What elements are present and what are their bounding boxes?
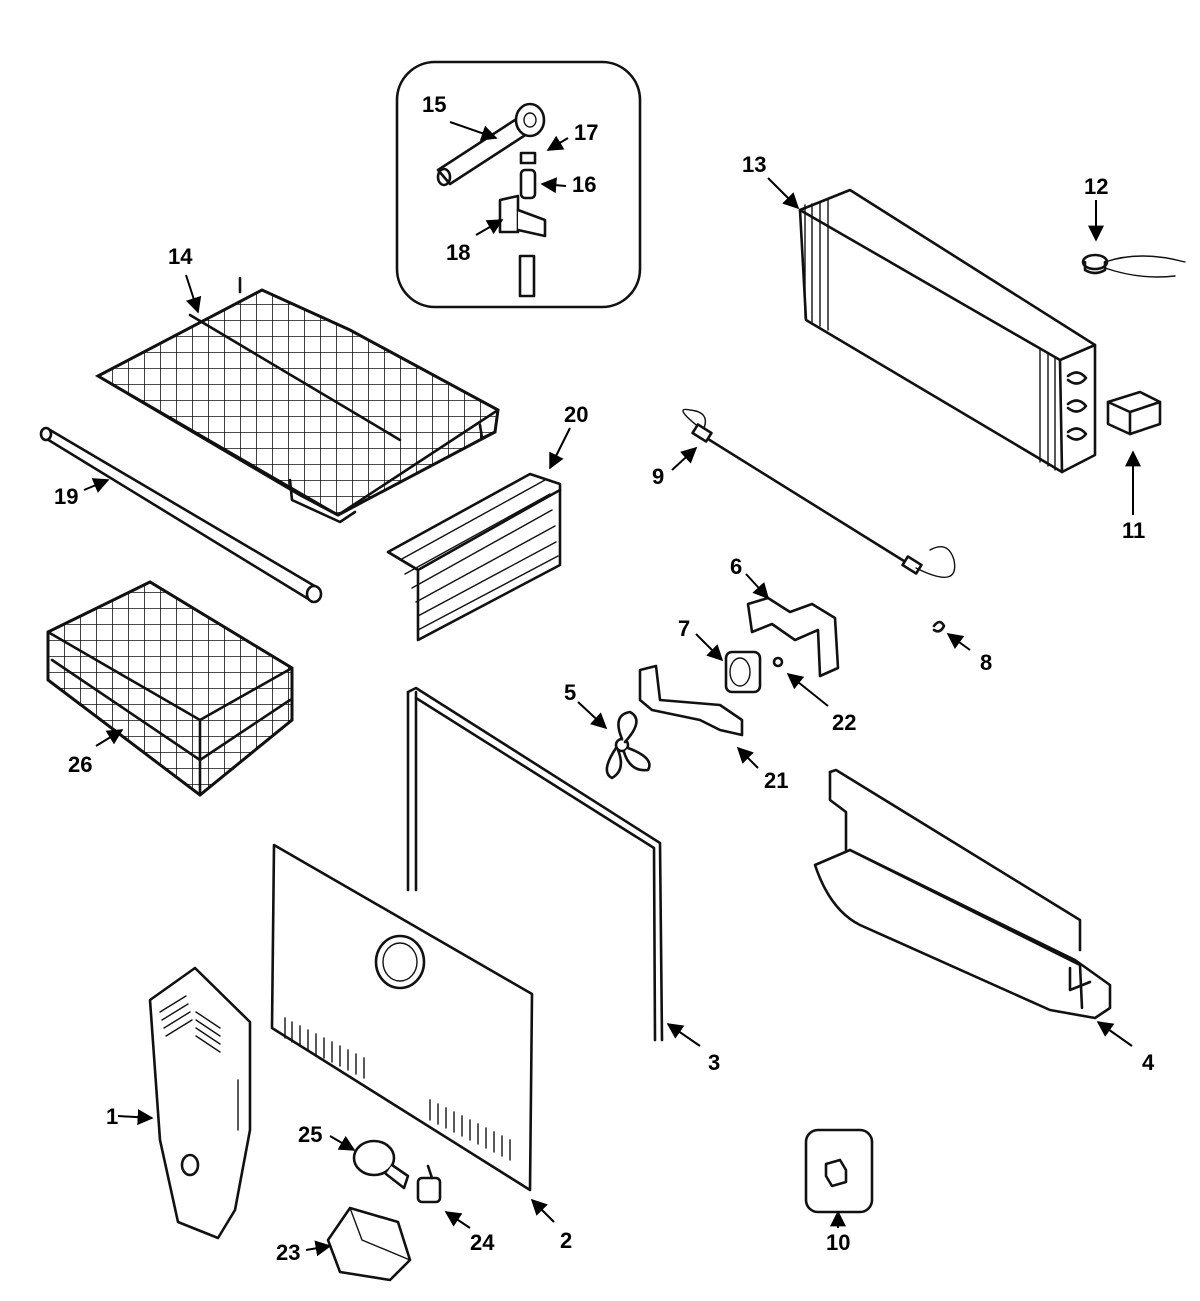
part-4-rail	[813, 768, 1112, 1020]
lower-tube-piece	[518, 254, 536, 298]
callout-21: 21	[764, 768, 788, 793]
leader-arrows	[83, 121, 1141, 1257]
inset-detail-box	[395, 60, 642, 309]
part-9-heater-rod	[682, 408, 956, 578]
callout-2: 2	[560, 1228, 572, 1253]
part-13-evaporator	[798, 188, 1097, 474]
callout-12: 12	[1084, 174, 1108, 199]
part-3-gasket	[406, 686, 664, 1042]
callout-numbers: 1 2 3 4 5 6 7 8 9 10 11 12 13 14 15 16 1…	[54, 92, 1155, 1265]
callout-13: 13	[742, 152, 766, 177]
part-5-fan-blade	[605, 710, 651, 780]
callout-3: 3	[708, 1050, 720, 1075]
part-25-light-bulb	[352, 1139, 410, 1190]
callout-11: 11	[1122, 518, 1145, 543]
callout-4: 4	[1142, 1050, 1155, 1075]
part-16-sleeve	[519, 168, 537, 200]
callout-20: 20	[564, 402, 588, 427]
part-8-clip	[932, 620, 946, 633]
part-17-nut	[519, 151, 537, 165]
part-7-fan-motor	[724, 650, 762, 694]
part-6-bracket	[746, 596, 840, 678]
part-18-clip	[498, 194, 547, 238]
part-2-rear-panel	[270, 843, 534, 1192]
part-20-cover-panel	[386, 472, 562, 642]
part-11-block	[1106, 390, 1162, 436]
callout-22: 22	[832, 710, 856, 735]
callout-26: 26	[68, 752, 92, 777]
callout-15: 15	[422, 92, 446, 117]
callout-9: 9	[652, 464, 664, 489]
callout-18: 18	[446, 240, 470, 265]
callout-19: 19	[54, 484, 78, 509]
callout-25: 25	[298, 1122, 322, 1147]
part-1-vent-cover	[148, 966, 252, 1240]
callout-8: 8	[980, 650, 992, 675]
part-14-wire-shelf	[94, 276, 500, 524]
callout-5: 5	[564, 680, 576, 705]
part-26-wire-basket	[46, 580, 294, 797]
callout-14: 14	[168, 244, 193, 269]
callout-1: 1	[106, 1104, 118, 1129]
callout-10: 10	[826, 1230, 850, 1255]
part-24-socket	[416, 1164, 442, 1204]
callout-6: 6	[730, 554, 742, 579]
part-12-sensor	[1081, 253, 1186, 278]
callout-24: 24	[470, 1230, 495, 1255]
callout-17: 17	[574, 120, 598, 145]
part-10-switch	[804, 1128, 874, 1214]
part-19-trim-strip	[39, 426, 323, 604]
callout-23: 23	[276, 1240, 300, 1265]
part-22-grommet	[772, 656, 784, 668]
part-23-light-shield	[326, 1206, 412, 1282]
callout-7: 7	[678, 616, 690, 641]
part-21-bracket	[638, 664, 744, 737]
callout-16: 16	[572, 172, 596, 197]
